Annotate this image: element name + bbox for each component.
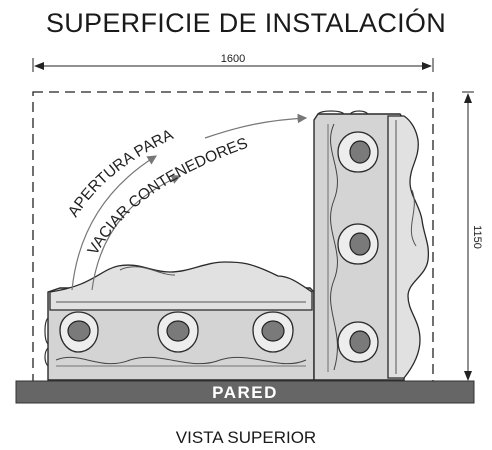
container-hole	[252, 311, 294, 353]
container-hole	[337, 223, 379, 265]
curved-arrow	[71, 155, 158, 291]
wall-label: PARED	[212, 383, 278, 402]
curved-arrow	[204, 113, 308, 139]
view-label: VISTA SUPERIOR	[175, 428, 317, 447]
container-hole	[59, 311, 99, 353]
wall	[15, 380, 475, 404]
width-dimension-label: 1600	[221, 53, 245, 65]
container-hole	[337, 321, 379, 363]
diagram-title: SUPERFICIE DE INSTALACIÓN	[45, 8, 447, 38]
horizontal-container	[44, 261, 315, 381]
container-hole	[337, 131, 379, 173]
depth-dimension: 1150	[462, 91, 483, 383]
curved-arrow	[91, 174, 182, 291]
depth-dimension-label: 1150	[471, 225, 483, 249]
width-dimension: 1600	[32, 53, 434, 72]
container-hole	[157, 311, 199, 353]
vertical-container	[313, 110, 430, 381]
